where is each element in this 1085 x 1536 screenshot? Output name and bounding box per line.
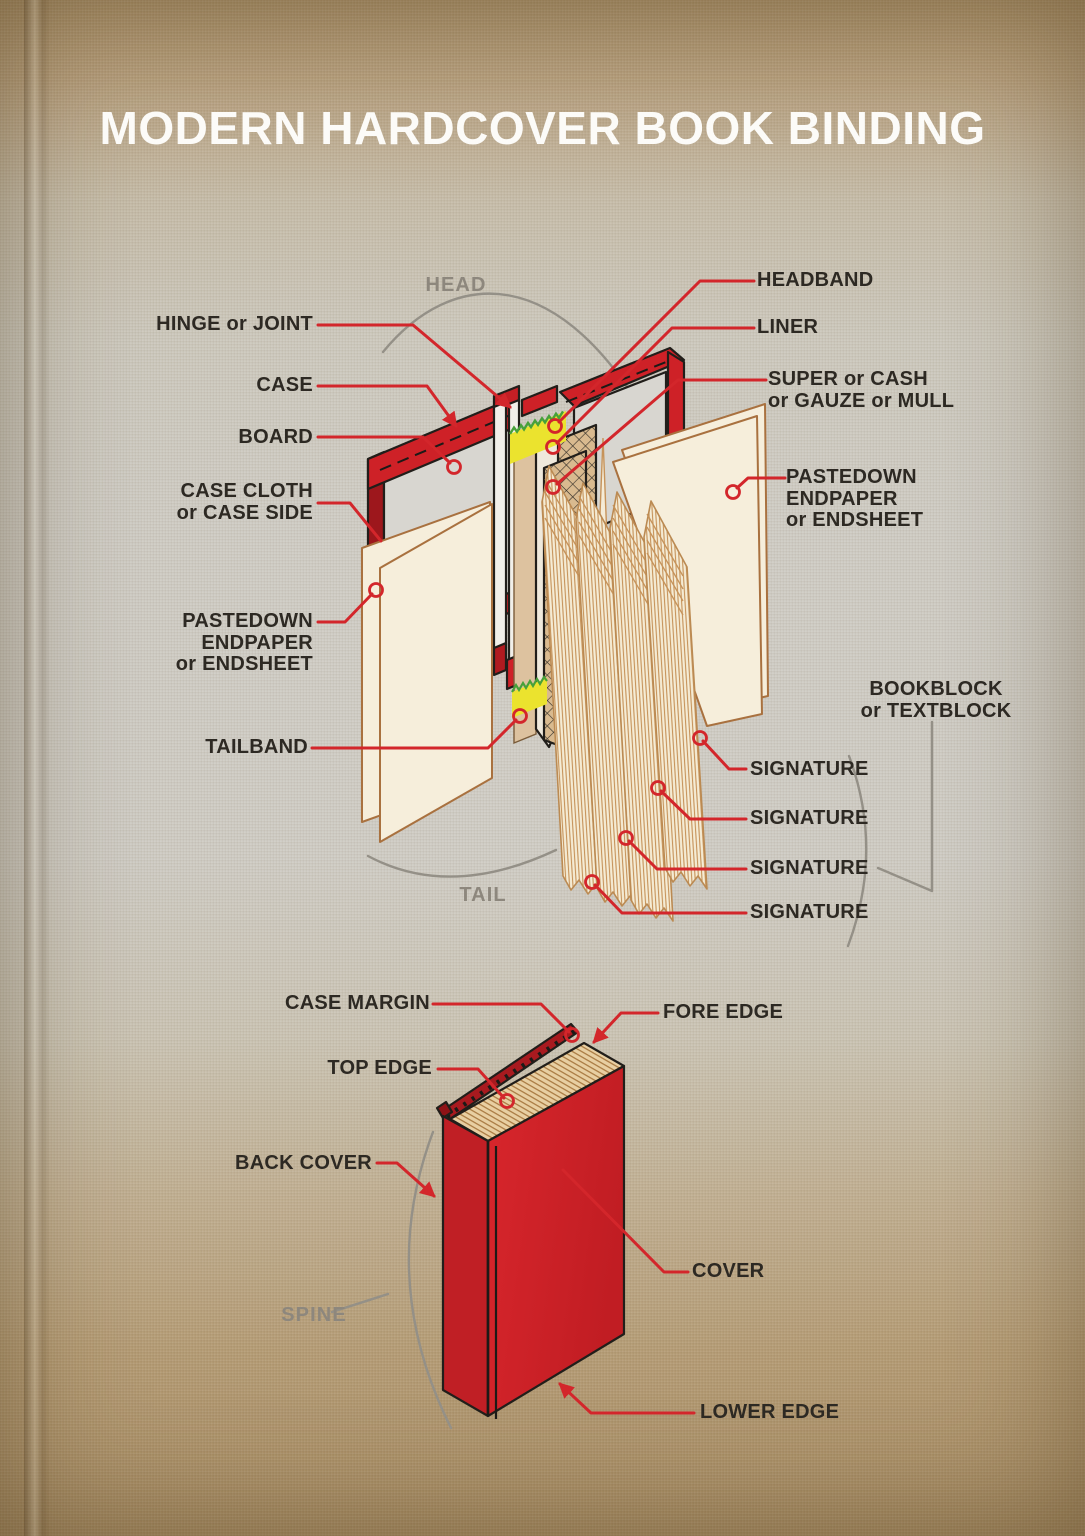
- label-signature-4: SIGNATURE: [750, 901, 869, 923]
- label-back-cover: BACK COVER: [235, 1152, 372, 1174]
- label-signature-1: SIGNATURE: [750, 758, 869, 780]
- label-head: HEAD: [425, 274, 487, 296]
- leader-lines: [310, 279, 787, 1415]
- label-hinge-or-joint: HINGE or JOINT: [156, 313, 313, 335]
- label-fore-edge: FORE EDGE: [663, 1001, 784, 1023]
- label-bookblock: BOOKBLOCK or TEXTBLOCK: [860, 678, 1012, 722]
- label-signature-2: SIGNATURE: [750, 807, 869, 829]
- label-tail: TAIL: [459, 884, 507, 906]
- label-tailband: TAILBAND: [205, 736, 308, 758]
- poster-title: MODERN HARDCOVER BOOK BINDING: [99, 102, 986, 154]
- closed-book-illustration: [435, 1022, 626, 1419]
- label-case-cloth: CASE CLOTH or CASE SIDE: [176, 480, 313, 524]
- label-cover: COVER: [692, 1260, 765, 1282]
- label-pastedown-right: PASTEDOWN ENDPAPER or ENDSHEET: [786, 466, 924, 531]
- label-case: CASE: [256, 374, 313, 396]
- label-pastedown-left: PASTEDOWN ENDPAPER or ENDSHEET: [175, 610, 313, 675]
- label-liner: LINER: [757, 316, 819, 338]
- exploded-book-illustration: [361, 346, 769, 922]
- gray-brackets: [330, 720, 934, 1430]
- label-signature-3: SIGNATURE: [750, 857, 869, 879]
- label-super-gauze-mull: SUPER or CASH or GAUZE or MULL: [768, 368, 955, 412]
- label-headband: HEADBAND: [757, 269, 874, 291]
- label-spine: SPINE: [281, 1304, 347, 1326]
- label-top-edge: TOP EDGE: [327, 1057, 432, 1079]
- label-board: BOARD: [238, 426, 313, 448]
- signature-fans: [541, 465, 708, 922]
- label-lower-edge: LOWER EDGE: [700, 1401, 840, 1423]
- label-case-margin: CASE MARGIN: [285, 992, 430, 1014]
